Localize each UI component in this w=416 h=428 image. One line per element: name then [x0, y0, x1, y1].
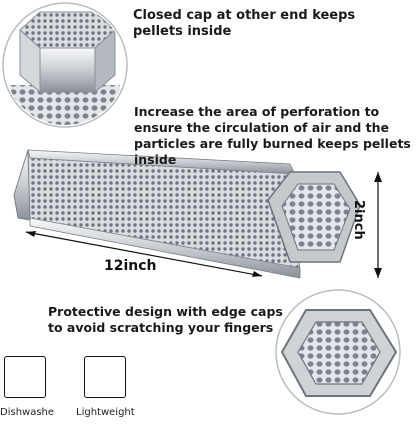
caption-closed-cap: Closed cap at other end keeps pellets in… — [133, 8, 356, 39]
width-label: 2inch — [351, 200, 366, 240]
caption-protective-design: Protective design with edge caps to avoi… — [48, 304, 283, 335]
length-dimension-line — [25, 231, 263, 277]
dishwasher-label: Dishwashe — [0, 407, 55, 418]
length-label: 12inch — [104, 258, 157, 274]
smoker-tube — [13, 149, 361, 279]
lightweight-label: Lightweight — [76, 407, 135, 418]
edge-cap-zoom — [275, 289, 401, 415]
dishwasher-badge — [4, 356, 46, 398]
lightweight-badge — [84, 356, 126, 398]
cap-detail-zoom — [2, 2, 128, 128]
width-dimension-line — [374, 172, 382, 278]
caption-perforation: Increase the area of perforation to ensu… — [134, 104, 411, 167]
